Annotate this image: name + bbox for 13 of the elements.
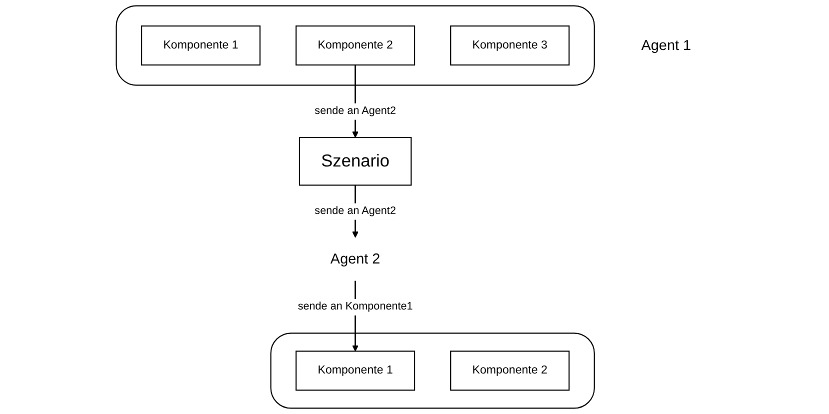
cluster xyxy=(270,332,595,409)
node-text: Agent 2 xyxy=(330,251,380,268)
node-text: Agent 1 xyxy=(641,38,692,54)
edge-label: sende an Komponente1 xyxy=(298,300,413,313)
node-box: Komponente 1 xyxy=(141,25,261,66)
node-box: Komponente 3 xyxy=(450,25,570,66)
node-box: Komponente 1 xyxy=(296,350,416,391)
node-box: Komponente 2 xyxy=(450,350,570,391)
cluster xyxy=(116,5,595,86)
node-box: Komponente 2 xyxy=(296,25,416,66)
edge-label: sende an Agent2 xyxy=(314,204,396,217)
node-box: Szenario xyxy=(298,136,412,186)
edge-label: sende an Agent2 xyxy=(314,104,396,117)
